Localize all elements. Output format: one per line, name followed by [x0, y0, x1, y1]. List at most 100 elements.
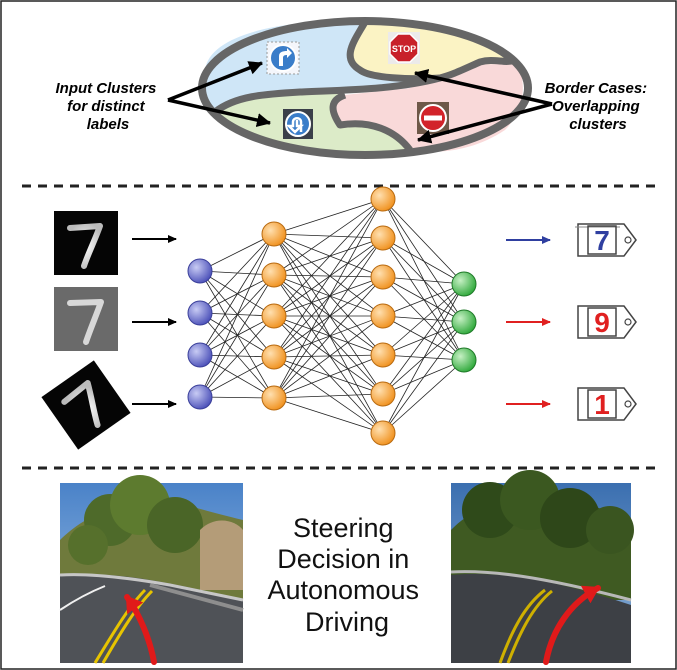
network-connection — [273, 276, 384, 399]
network-connection — [273, 233, 384, 317]
hidden-layer-2-neuron — [370, 186, 396, 212]
input-layer-neuron — [187, 384, 213, 410]
hidden-layer-2-neuron — [370, 303, 396, 329]
network-connection — [273, 198, 384, 358]
network-connection — [273, 198, 384, 317]
steering-arrow-right — [543, 585, 601, 665]
network-connection — [382, 283, 465, 434]
network-connection — [273, 198, 384, 235]
hidden-layer-1-neuron — [261, 221, 287, 247]
network-connection — [273, 237, 384, 399]
network-connection — [273, 233, 384, 356]
arrow-to-blue-cluster — [167, 61, 263, 102]
network-connection — [273, 274, 384, 317]
digit-seven-image-1 — [54, 211, 118, 275]
u-turn-sign — [283, 109, 313, 139]
network-connection — [273, 237, 384, 358]
output-tag-2: 9 — [577, 305, 637, 339]
network-connection — [273, 356, 384, 395]
network-connection — [199, 270, 275, 317]
input-layer-neuron — [187, 300, 213, 326]
input-clusters-label: Input Clusters for distinct labels — [55, 80, 160, 133]
steering-title: Steering Decision in Autonomous Driving — [267, 513, 426, 637]
network-connection — [382, 198, 465, 285]
network-connection — [382, 276, 465, 285]
road-image-left — [59, 475, 244, 665]
steering-panel: Steering Decision in Autonomous Driving — [59, 470, 634, 665]
network-connection — [273, 233, 384, 278]
output-label-2: 9 — [594, 307, 610, 338]
network-connection — [382, 237, 465, 361]
network-connection — [199, 233, 275, 314]
network-connection — [382, 283, 465, 395]
network-connection — [273, 276, 384, 317]
hidden-layer-2-neuron — [370, 225, 396, 251]
network-connection — [273, 315, 384, 395]
output-tag-1: 7 — [575, 223, 637, 257]
hidden-layer-2-neuron — [370, 420, 396, 446]
arrow-to-lower-border — [417, 102, 553, 144]
hidden-layer-2-neuron — [370, 342, 396, 368]
network-connection — [199, 354, 275, 399]
road-image-right — [450, 470, 634, 665]
network-connection — [273, 315, 384, 434]
network-connection — [273, 354, 384, 399]
network-connection — [382, 198, 465, 323]
hidden-layer-1-neuron — [261, 385, 287, 411]
output-label-3: 1 — [594, 389, 610, 420]
network-connection — [199, 233, 275, 272]
network-connection — [273, 315, 384, 399]
output-label-1: 7 — [594, 225, 610, 256]
output-layer-neuron — [451, 271, 477, 297]
network-connection — [273, 397, 384, 434]
network-connection — [382, 276, 465, 323]
network-neurons — [187, 186, 477, 446]
network-connection — [199, 270, 275, 399]
hidden-layer-2-neuron — [370, 264, 396, 290]
input-layer-neuron — [187, 342, 213, 368]
cluster-boundary-middle — [212, 74, 441, 115]
network-connection — [273, 315, 384, 356]
network-connection — [273, 274, 384, 356]
network-connection — [199, 312, 275, 399]
network-connection — [382, 237, 465, 285]
network-connection — [273, 393, 384, 399]
network-connection — [273, 274, 384, 395]
digit-seven-image-2 — [54, 287, 118, 351]
stop-sign: STOP — [388, 32, 420, 64]
network-connection — [273, 315, 384, 358]
network-connection — [199, 312, 275, 358]
output-tag-3: 1 — [577, 387, 637, 421]
network-connection — [273, 274, 384, 434]
network-connection — [382, 359, 465, 434]
network-connections — [199, 198, 465, 434]
input-layer-neuron — [187, 258, 213, 284]
network-connection — [199, 233, 275, 398]
output-layer-neuron — [451, 347, 477, 373]
hidden-layer-1-neuron — [261, 262, 287, 288]
cluster-boundary-bottom — [329, 91, 413, 153]
network-connection — [199, 270, 275, 358]
network-connection — [273, 274, 384, 278]
network-connection — [273, 233, 384, 434]
network-connection — [273, 233, 384, 239]
network-connection — [199, 356, 275, 398]
output-layer-neuron — [451, 309, 477, 335]
network-connection — [199, 233, 275, 356]
network-panel: 7 9 1 — [41, 186, 637, 450]
network-connection — [382, 276, 465, 361]
network-connection — [199, 274, 275, 398]
hidden-layer-1-neuron — [261, 344, 287, 370]
network-connection — [273, 233, 384, 395]
network-connection — [273, 356, 384, 434]
hidden-layer-1-neuron — [261, 303, 287, 329]
digit-seven-image-rotated — [41, 360, 131, 450]
arrow-to-upper-border — [414, 69, 553, 106]
border-cases-label: Border Cases: Overlapping clusters — [545, 80, 652, 133]
network-connection — [382, 315, 465, 361]
network-connection — [273, 237, 384, 317]
network-connection — [382, 321, 465, 434]
network-connection — [199, 315, 275, 398]
